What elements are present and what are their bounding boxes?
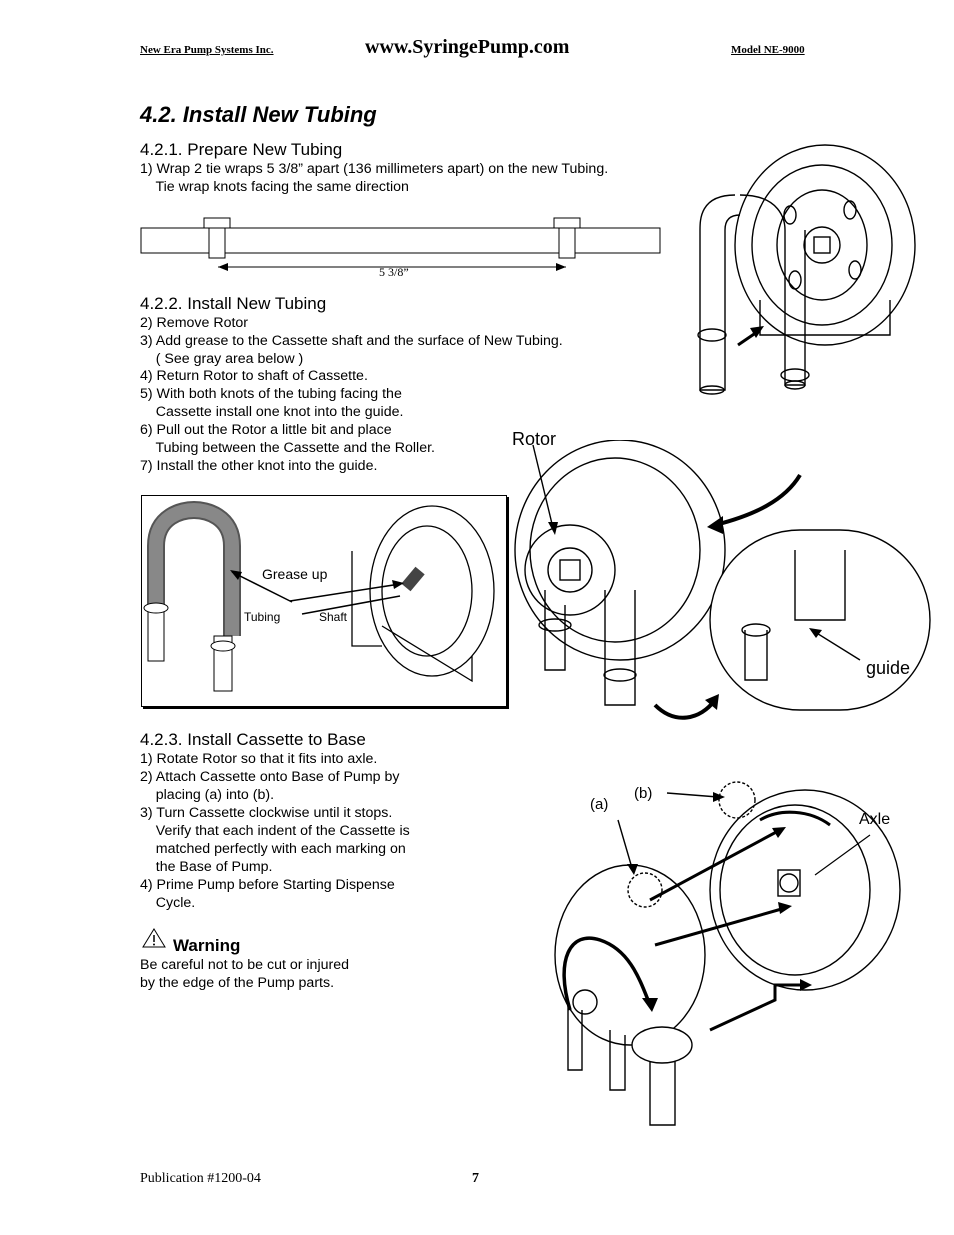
page-number: 7 xyxy=(472,1171,479,1186)
install-line-7: 6) Pull out the Rotor a little bit and p… xyxy=(140,422,392,438)
prepare-line-1: 1) Wrap 2 tie wraps 5 3/8” apart (136 mi… xyxy=(140,161,609,177)
rotor-guide-illustration xyxy=(514,440,931,720)
cassette-line-7: the Base of Pump. xyxy=(140,859,273,875)
grease-up-label: Grease up xyxy=(262,566,328,582)
warning-line-2: by the edge of the Pump parts. xyxy=(140,975,335,991)
cassette-line-4: 3) Turn Cassette clockwise until it stop… xyxy=(140,805,393,821)
install-line-3: ( See gray area below ) xyxy=(140,351,304,367)
dimension-label: 5 3/8” xyxy=(379,265,409,279)
grease-figure-frame xyxy=(141,495,507,707)
guide-label: guide xyxy=(866,658,911,678)
cassette-line-9: Cycle. xyxy=(140,895,196,911)
cassette-heading: 4.2.3. Install Cassette to Base xyxy=(140,730,366,749)
publication-number: Publication #1200-04 xyxy=(140,1171,261,1186)
model-number: Model NE-9000 xyxy=(731,44,805,56)
install-line-1: 2) Remove Rotor xyxy=(140,315,249,331)
cassette-tubing-illustration xyxy=(697,144,916,395)
warning-icon xyxy=(142,928,166,948)
label-a: (a) xyxy=(590,796,609,813)
install-heading: 4.2.2. Install New Tubing xyxy=(140,294,327,313)
section-title: 4.2. Install New Tubing xyxy=(140,102,377,127)
prepare-line-2: Tie wrap knots facing the same direction xyxy=(140,179,409,195)
install-line-9: 7) Install the other knot into the guide… xyxy=(140,458,378,474)
tubing-label: Tubing xyxy=(244,610,281,624)
rotor-label: Rotor xyxy=(512,429,557,449)
website-title: www.SyringePump.com xyxy=(365,36,570,58)
grease-illustration xyxy=(143,500,495,692)
cassette-base-illustration xyxy=(554,781,901,1126)
install-line-8: Tubing between the Cassette and the Roll… xyxy=(140,440,435,456)
axle-label: Axle xyxy=(859,811,891,828)
cassette-line-3: placing (a) into (b). xyxy=(140,787,275,803)
prepare-heading: 4.2.1. Prepare New Tubing xyxy=(140,140,343,159)
company-name: New Era Pump Systems Inc. xyxy=(140,44,274,56)
cassette-line-5: Verify that each indent of the Cassette … xyxy=(140,823,410,839)
warning-line-1: Be careful not to be cut or injured xyxy=(140,957,349,973)
warning-title: Warning xyxy=(173,936,241,955)
cassette-line-8: 4) Prime Pump before Starting Dispense xyxy=(140,877,395,893)
shaft-label: Shaft xyxy=(319,610,348,624)
tubing-dimension-diagram xyxy=(140,217,661,271)
cassette-line-6: matched perfectly with each marking on xyxy=(140,841,406,857)
install-line-4: 4) Return Rotor to shaft of Cassette. xyxy=(140,368,368,384)
install-line-6: Cassette install one knot into the guide… xyxy=(140,404,404,420)
install-line-5: 5) With both knots of the tubing facing … xyxy=(140,386,402,402)
cassette-line-2: 2) Attach Cassette onto Base of Pump by xyxy=(140,769,400,785)
cassette-line-1: 1) Rotate Rotor so that it fits into axl… xyxy=(140,751,378,767)
label-b: (b) xyxy=(634,785,653,802)
install-line-2: 3) Add grease to the Cassette shaft and … xyxy=(140,333,563,349)
